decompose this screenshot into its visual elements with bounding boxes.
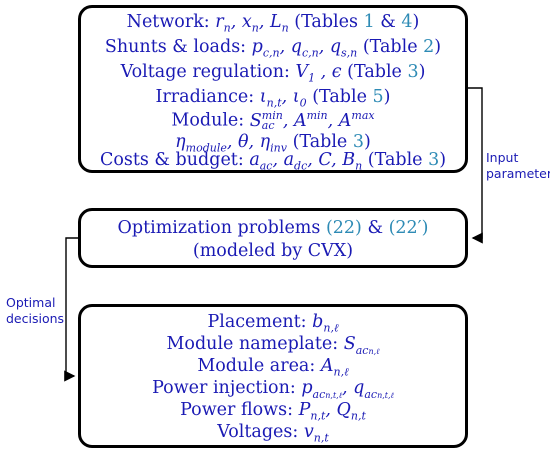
shunts-label: Shunts & loads: <box>104 37 247 57</box>
optimal-label-line2: decisions <box>6 311 65 326</box>
area-var: An,ℓ <box>320 356 349 379</box>
voltages-line: Voltages: vn,t <box>81 422 465 445</box>
irradiance-ref-close: ) <box>383 87 391 107</box>
irradiance-line: Irradiance: ιn,t, ι0 (Table 5) <box>81 87 465 110</box>
network-line: Network: rn, xn, Ln (Tables 1 & 4) <box>81 12 465 35</box>
network-vars: rn, xn, Ln <box>215 12 289 35</box>
table-3-link[interactable]: 3 <box>428 150 440 170</box>
costs-label: Costs & budget: <box>99 150 244 170</box>
voltage-ref-open: (Table <box>347 62 408 82</box>
injection-label: Power injection: <box>152 378 296 398</box>
table-3-link[interactable]: 3 <box>352 132 364 152</box>
placement-var: bn,ℓ <box>312 312 339 335</box>
optimal-decisions-label: Optimal decisions <box>6 295 64 327</box>
input-parameters-label: Input parameters <box>486 150 550 182</box>
equation-22-link[interactable]: (22) <box>325 218 362 238</box>
network-ref-open: (Tables <box>294 12 364 32</box>
flows-label: Power flows: <box>180 400 294 420</box>
equation-22-prime-link[interactable]: (22′) <box>388 218 429 238</box>
irradiance-vars: ιn,t, ι0 <box>259 87 307 110</box>
input-to-optimization-arrow <box>468 87 483 244</box>
module-line-2: ηmodule, θ, ηinv (Table 3) <box>81 132 465 155</box>
module-ref-open: (Table <box>292 132 353 152</box>
module-ref-close: ) <box>364 132 371 152</box>
optimization-title: Optimization problems (22) & (22′) <box>81 219 465 238</box>
network-ref-close: ) <box>412 12 420 32</box>
placement-line: Placement: bn,ℓ <box>81 312 465 335</box>
optimal-decisions-box: Placement: bn,ℓ Module nameplate: Sacn,ℓ… <box>78 304 468 448</box>
voltages-var: vn,t <box>303 422 329 445</box>
placement-label: Placement: <box>207 312 307 332</box>
shunts-ref-close: ) <box>434 37 442 57</box>
flows-line: Power flows: Pn,t, Qn,t <box>81 400 465 423</box>
injection-line: Power injection: pacn,t,ℓ, qacn,t,ℓ <box>81 378 465 401</box>
voltage-ref-close: ) <box>418 62 426 82</box>
network-ref-amp: & <box>374 12 402 32</box>
table-2-link[interactable]: 2 <box>423 37 435 57</box>
voltages-label: Voltages: <box>217 422 299 442</box>
flows-vars: Pn,t, Qn,t <box>298 400 366 423</box>
shunts-ref-open: (Table <box>362 37 424 57</box>
shunts-vars: pc,n, qc,n, qs,n <box>251 37 358 60</box>
nameplate-line: Module nameplate: Sacn,ℓ <box>81 334 465 357</box>
input-label-line2: parameters <box>486 166 550 181</box>
optimization-text: Optimization problems <box>117 218 326 238</box>
costs-ref-close: ) <box>439 150 447 170</box>
costs-ref-open: (Table <box>367 150 429 170</box>
table-5-link[interactable]: 5 <box>372 87 384 107</box>
optimal-label-line1: Optimal <box>6 295 56 310</box>
shunts-line: Shunts & loads: pc,n, qc,n, qs,n (Table … <box>81 37 465 60</box>
input-label-line1: Input <box>486 150 519 165</box>
injection-vars: pacn,t,ℓ, qacn,t,ℓ <box>301 378 394 401</box>
area-line: Module area: An,ℓ <box>81 356 465 379</box>
optimization-box: Optimization problems (22) & (22′) (mode… <box>78 208 468 268</box>
input-parameters-box: Network: rn, xn, Ln (Tables 1 & 4) Shunt… <box>78 5 468 173</box>
voltage-regulation-line: Voltage regulation: V1 , ϵ (Table 3) <box>81 62 465 85</box>
network-label: Network: <box>126 12 210 32</box>
table-3-link[interactable]: 3 <box>407 62 419 82</box>
module-vars-2: ηmodule, θ, ηinv <box>175 132 287 155</box>
voltage-vars: V1 , ϵ <box>295 62 342 85</box>
area-label: Module area: <box>197 356 316 376</box>
optimization-to-output-arrow <box>64 237 78 382</box>
nameplate-label: Module nameplate: <box>166 334 339 354</box>
irradiance-ref-open: (Table <box>312 87 373 107</box>
voltage-label: Voltage regulation: <box>120 62 290 82</box>
cvx-text: (modeled by CVX) <box>192 241 354 261</box>
nameplate-var: Sacn,ℓ <box>343 334 380 357</box>
module-label: Module: <box>171 110 245 131</box>
costs-vars: aac, adc, C, Bn <box>249 150 363 173</box>
table-4-link[interactable]: 4 <box>401 12 413 32</box>
irradiance-label: Irradiance: <box>155 87 255 107</box>
table-1-link[interactable]: 1 <box>363 12 375 32</box>
costs-line: Costs & budget: aac, adc, C, Bn (Table 3… <box>81 150 465 173</box>
cvx-note: (modeled by CVX) <box>81 242 465 261</box>
optimization-amp: & <box>361 218 389 238</box>
